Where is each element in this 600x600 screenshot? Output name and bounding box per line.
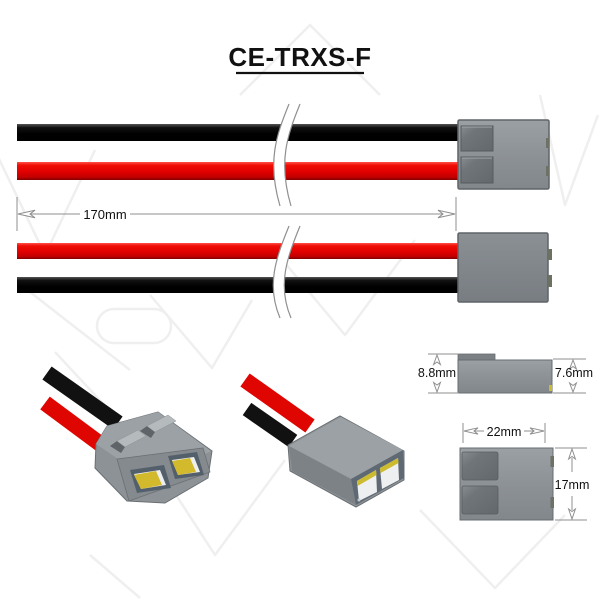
latch-tab: [546, 166, 549, 176]
arrowhead-right: [437, 209, 456, 219]
top-face: [289, 417, 403, 479]
dimension-label-latch-height: 8.8mm: [418, 366, 456, 380]
arrowhead-left: [463, 427, 479, 435]
dimension-label-width: 22mm: [487, 425, 522, 439]
iso-view-mating-face: [40, 366, 213, 504]
wire-black-top: [17, 124, 460, 141]
latch-tab: [550, 497, 554, 508]
side-profile-view: 8.8mm 7.6mm: [418, 353, 593, 394]
arrowhead-left: [17, 209, 36, 219]
dimension-22mm: 22mm: [462, 423, 546, 443]
wire-red-iso: [240, 373, 315, 433]
connector-side-body: [457, 359, 553, 394]
connector-recess-upper: [461, 451, 499, 481]
break-mark-bottom: [272, 225, 301, 319]
assembly-top: [17, 103, 550, 207]
socket-opening-left: [130, 465, 171, 493]
wire-black-iso: [242, 402, 298, 448]
contact-yellow: [134, 471, 162, 489]
connector-front-view-top: [457, 119, 550, 190]
contact-yellow: [380, 458, 399, 473]
arrowhead-down: [567, 507, 577, 521]
arrowhead-down: [568, 381, 578, 394]
front-face-view: 22mm 17mm: [459, 423, 590, 521]
socket-opening-right: [168, 452, 204, 479]
latch-tab: [548, 275, 552, 287]
connector-recess-upper: [460, 125, 494, 152]
contact-yellow: [172, 458, 196, 475]
dimension-7-6mm: 7.6mm: [553, 358, 593, 394]
latch-ramp: [110, 429, 147, 453]
latch-tab: [546, 138, 549, 148]
arrowhead-up: [567, 447, 577, 461]
page-title: CE-TRXS-F: [228, 42, 371, 72]
wire-black-bottom: [17, 277, 460, 293]
contact-tip: [549, 385, 552, 391]
connector-recess-lower: [460, 156, 494, 184]
assembly-bottom: [17, 225, 552, 319]
socket-opening-right: [380, 458, 399, 489]
dimension-8-8mm: 8.8mm: [418, 353, 459, 394]
arrowhead-right: [529, 427, 545, 435]
latch-tab: [548, 249, 552, 260]
latch-tab: [550, 456, 554, 467]
wire-red-top: [17, 162, 460, 180]
dimension-label-length: 170mm: [83, 207, 126, 222]
dimension-label-height: 17mm: [555, 478, 590, 492]
connector-body: [457, 232, 549, 303]
wire-red-iso: [40, 396, 108, 453]
dimension-label-body-height: 7.6mm: [555, 366, 593, 380]
iso-view-rear: [240, 373, 405, 508]
arrowhead-up: [568, 358, 578, 371]
connector-recess-lower: [461, 485, 499, 515]
wire-black-iso: [42, 366, 123, 430]
arrowhead-down: [432, 381, 442, 394]
side-face: [289, 446, 356, 505]
connector-rear-view-bottom: [457, 232, 552, 303]
arrowhead-up: [432, 353, 442, 366]
contact-yellow: [357, 470, 377, 486]
latch-ramp: [140, 414, 177, 438]
dimension-17mm: 17mm: [555, 447, 590, 521]
drawing-title-block: CE-TRXS-F: [228, 42, 371, 75]
pin-hole: [357, 498, 361, 502]
socket-opening-left: [357, 470, 377, 501]
dimension-170mm: 170mm: [16, 197, 457, 231]
wire-red-bottom: [17, 243, 460, 259]
break-mark-top: [273, 103, 301, 207]
